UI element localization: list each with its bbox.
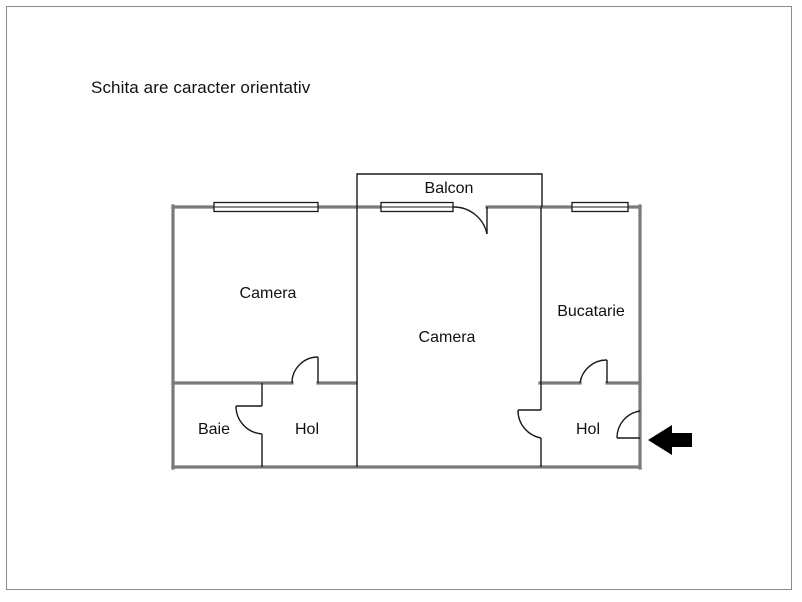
room-label-camera-main: Camera [419,329,476,346]
room-label-hol-right: Hol [576,421,600,438]
room-label-hol-left: Hol [295,421,319,438]
doors-group [235,206,641,439]
door-camera-left [291,356,319,384]
window-balcon [380,201,454,213]
room-label-balcon: Balcon [425,180,474,197]
door-bucatarie [579,359,608,384]
door-hol-main [517,409,542,439]
room-labels: Camera Balcon Camera Bucatarie Baie Hol … [198,180,625,438]
room-label-baie: Baie [198,421,230,438]
entrance-arrow [648,425,692,455]
window-camera-left [213,201,319,213]
balcony-outline [356,173,543,207]
interior-partitions [261,173,543,467]
page-title: Schita are caracter orientativ [91,78,311,97]
door-baie [235,405,263,435]
page-border [6,6,792,590]
door-balcon [452,206,488,235]
room-label-camera-left: Camera [240,285,297,302]
window-bucatarie [571,201,629,213]
door-entrance [616,410,641,439]
structural-walls [171,204,642,470]
room-label-bucatarie: Bucatarie [557,303,625,320]
